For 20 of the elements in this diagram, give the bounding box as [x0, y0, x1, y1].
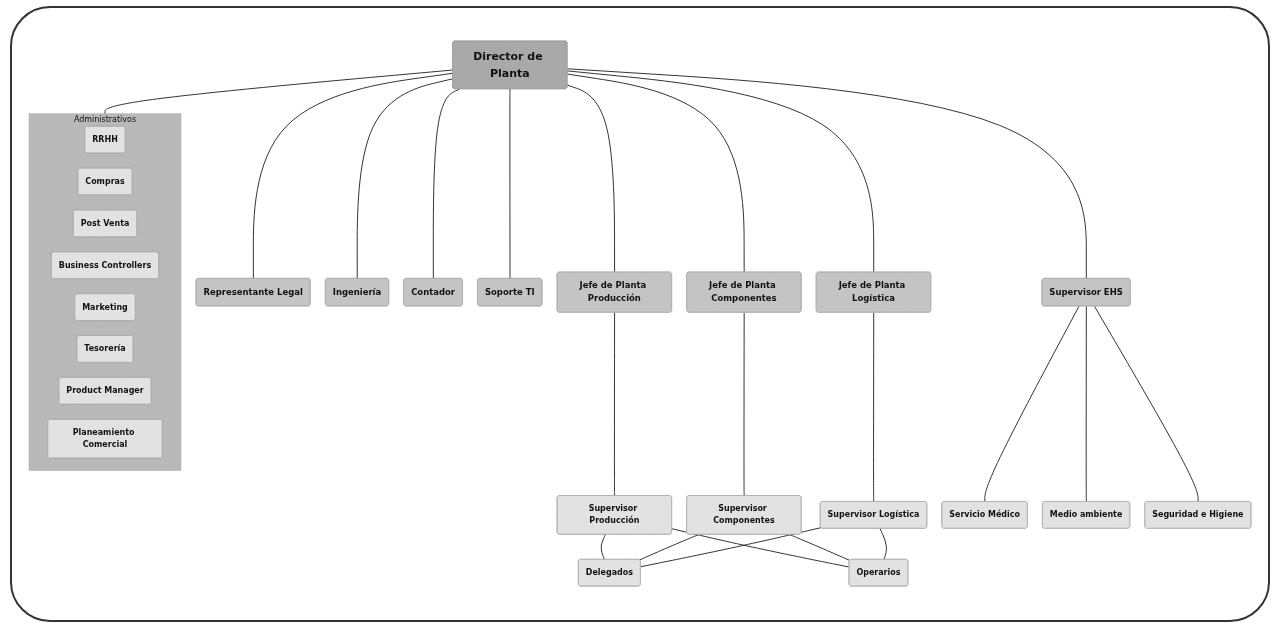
connector	[789, 534, 851, 562]
connector	[600, 534, 606, 561]
connector	[356, 78, 454, 280]
connector	[640, 527, 822, 568]
connector	[566, 68, 1087, 280]
connector	[566, 70, 875, 274]
connector	[566, 85, 616, 274]
connector	[743, 312, 745, 497]
connector	[873, 312, 875, 503]
connector	[984, 306, 1080, 503]
connector	[613, 312, 616, 497]
connector	[671, 528, 850, 568]
connector	[252, 73, 454, 280]
cluster	[28, 113, 182, 472]
connector	[509, 89, 511, 280]
connector	[879, 528, 887, 561]
connector	[566, 74, 745, 274]
connector	[104, 70, 453, 115]
connector	[1085, 306, 1087, 503]
connector	[1093, 306, 1199, 503]
